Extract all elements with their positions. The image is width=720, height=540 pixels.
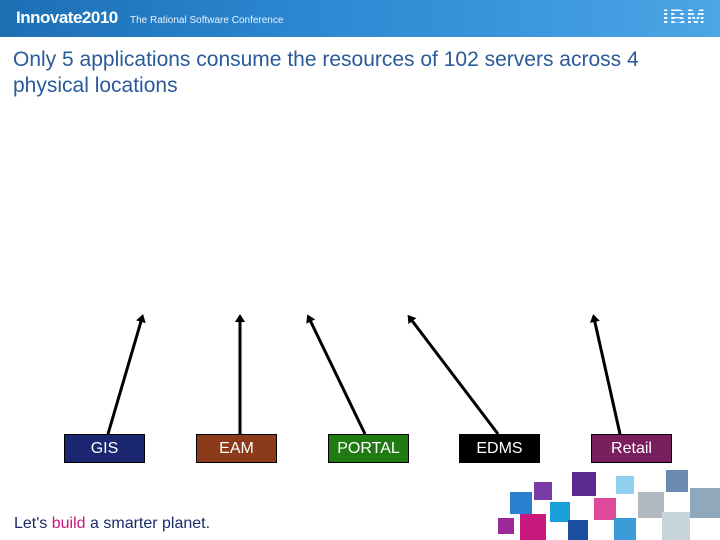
brand-name: Innovate: [16, 8, 82, 27]
app-label-edms: EDMS: [476, 439, 523, 457]
gis-arrow: [106, 314, 146, 435]
app-box-eam: EAM: [196, 434, 277, 463]
brand-year: 2010: [81, 8, 118, 27]
edms-arrow: [407, 314, 500, 435]
portal-arrow: [306, 314, 367, 435]
app-label-eam: EAM: [219, 439, 254, 457]
conference-brand: Innovate2010: [16, 8, 118, 28]
app-label-retail: Retail: [611, 439, 652, 457]
slide-title: Only 5 applications consume the resource…: [13, 48, 639, 97]
app-box-portal: PORTAL: [328, 434, 409, 463]
slogan-part-1: Let's: [14, 515, 48, 532]
retail-arrow: [589, 314, 622, 435]
smarter-planet-slogan: Let's build a smarter planet.: [14, 515, 210, 533]
ibm-logo: IBM: [662, 5, 706, 30]
slogan-part-2: a smarter planet.: [90, 515, 211, 532]
app-box-retail: Retail: [591, 434, 672, 463]
app-box-edms: EDMS: [459, 434, 540, 463]
app-label-gis: GIS: [90, 439, 119, 457]
app-label-portal: PORTAL: [337, 439, 400, 457]
smarter-planet-mosaic-graphic: [498, 470, 720, 540]
app-box-gis: GIS: [64, 434, 145, 463]
slogan-build: build: [51, 515, 86, 532]
conference-header: Innovate2010 The Rational Software Confe…: [0, 0, 720, 37]
conference-tagline: The Rational Software Conference: [130, 15, 284, 26]
